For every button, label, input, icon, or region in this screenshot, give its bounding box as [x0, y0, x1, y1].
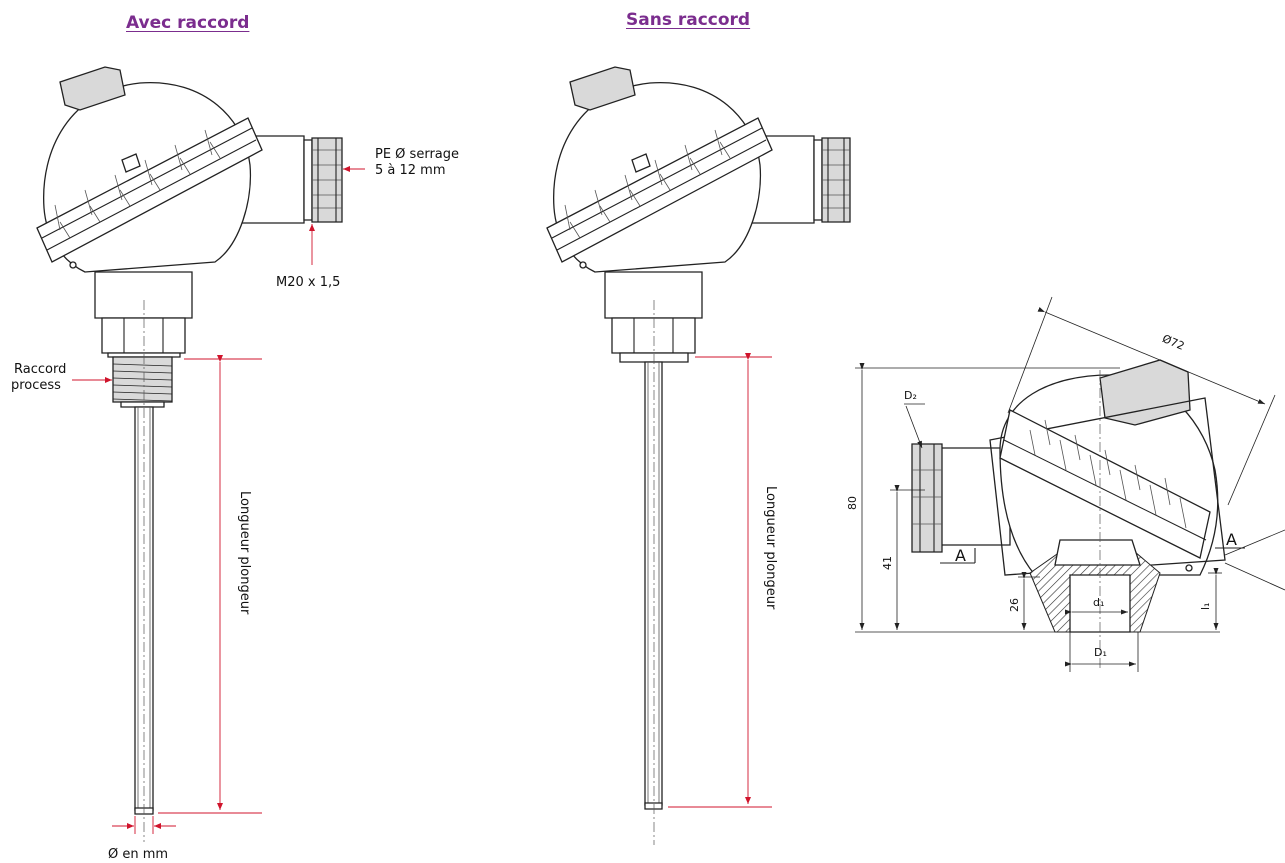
dimension-lines-left	[72, 166, 365, 834]
cable-gland-left	[231, 135, 343, 224]
immersion-length-label-right: Longueur plongeur	[763, 486, 778, 610]
section-mark-right: A	[1226, 530, 1237, 549]
height-neck-label: 26	[1008, 598, 1021, 612]
process-fitting-label: Raccord	[14, 362, 67, 377]
probe-without-fitting	[546, 66, 851, 845]
thread-label: M20 x 1,5	[276, 275, 341, 290]
connection-head-left	[36, 66, 263, 273]
d1-outer-label: D₁	[1094, 646, 1107, 659]
diameter-label: Ø en mm	[108, 847, 169, 862]
cable-gland-label: PE Ø serrage	[375, 147, 459, 162]
process-thread-left	[112, 356, 173, 408]
neck-left	[94, 271, 193, 319]
heading-with-fitting: Avec raccord	[126, 13, 250, 33]
heading-without-fitting: Sans raccord	[626, 10, 751, 30]
dimension-lines-middle	[668, 353, 772, 808]
hex-nut-left	[101, 317, 186, 358]
connection-head-middle	[546, 66, 773, 273]
height-gland-label: 41	[881, 556, 894, 570]
section-mark-left: A	[955, 546, 966, 565]
hex-nut-middle	[611, 317, 696, 363]
l1-label: l₁	[1199, 602, 1212, 610]
d1-inner-label: d₁	[1093, 596, 1105, 609]
cable-gland-range-label: 5 à 12 mm	[375, 163, 446, 178]
sheath-left	[134, 300, 154, 842]
head-dimension-drawing	[855, 296, 1285, 672]
process-fitting-label-2: process	[11, 378, 61, 393]
probe-with-fitting	[36, 66, 365, 842]
height-total-label: 80	[846, 496, 859, 510]
immersion-length-label-left: Longueur plongeur	[237, 491, 252, 615]
cable-gland-middle	[741, 135, 851, 224]
sheath-middle	[644, 300, 663, 845]
neck-middle	[604, 271, 703, 319]
d2-label: D₂	[904, 389, 917, 402]
